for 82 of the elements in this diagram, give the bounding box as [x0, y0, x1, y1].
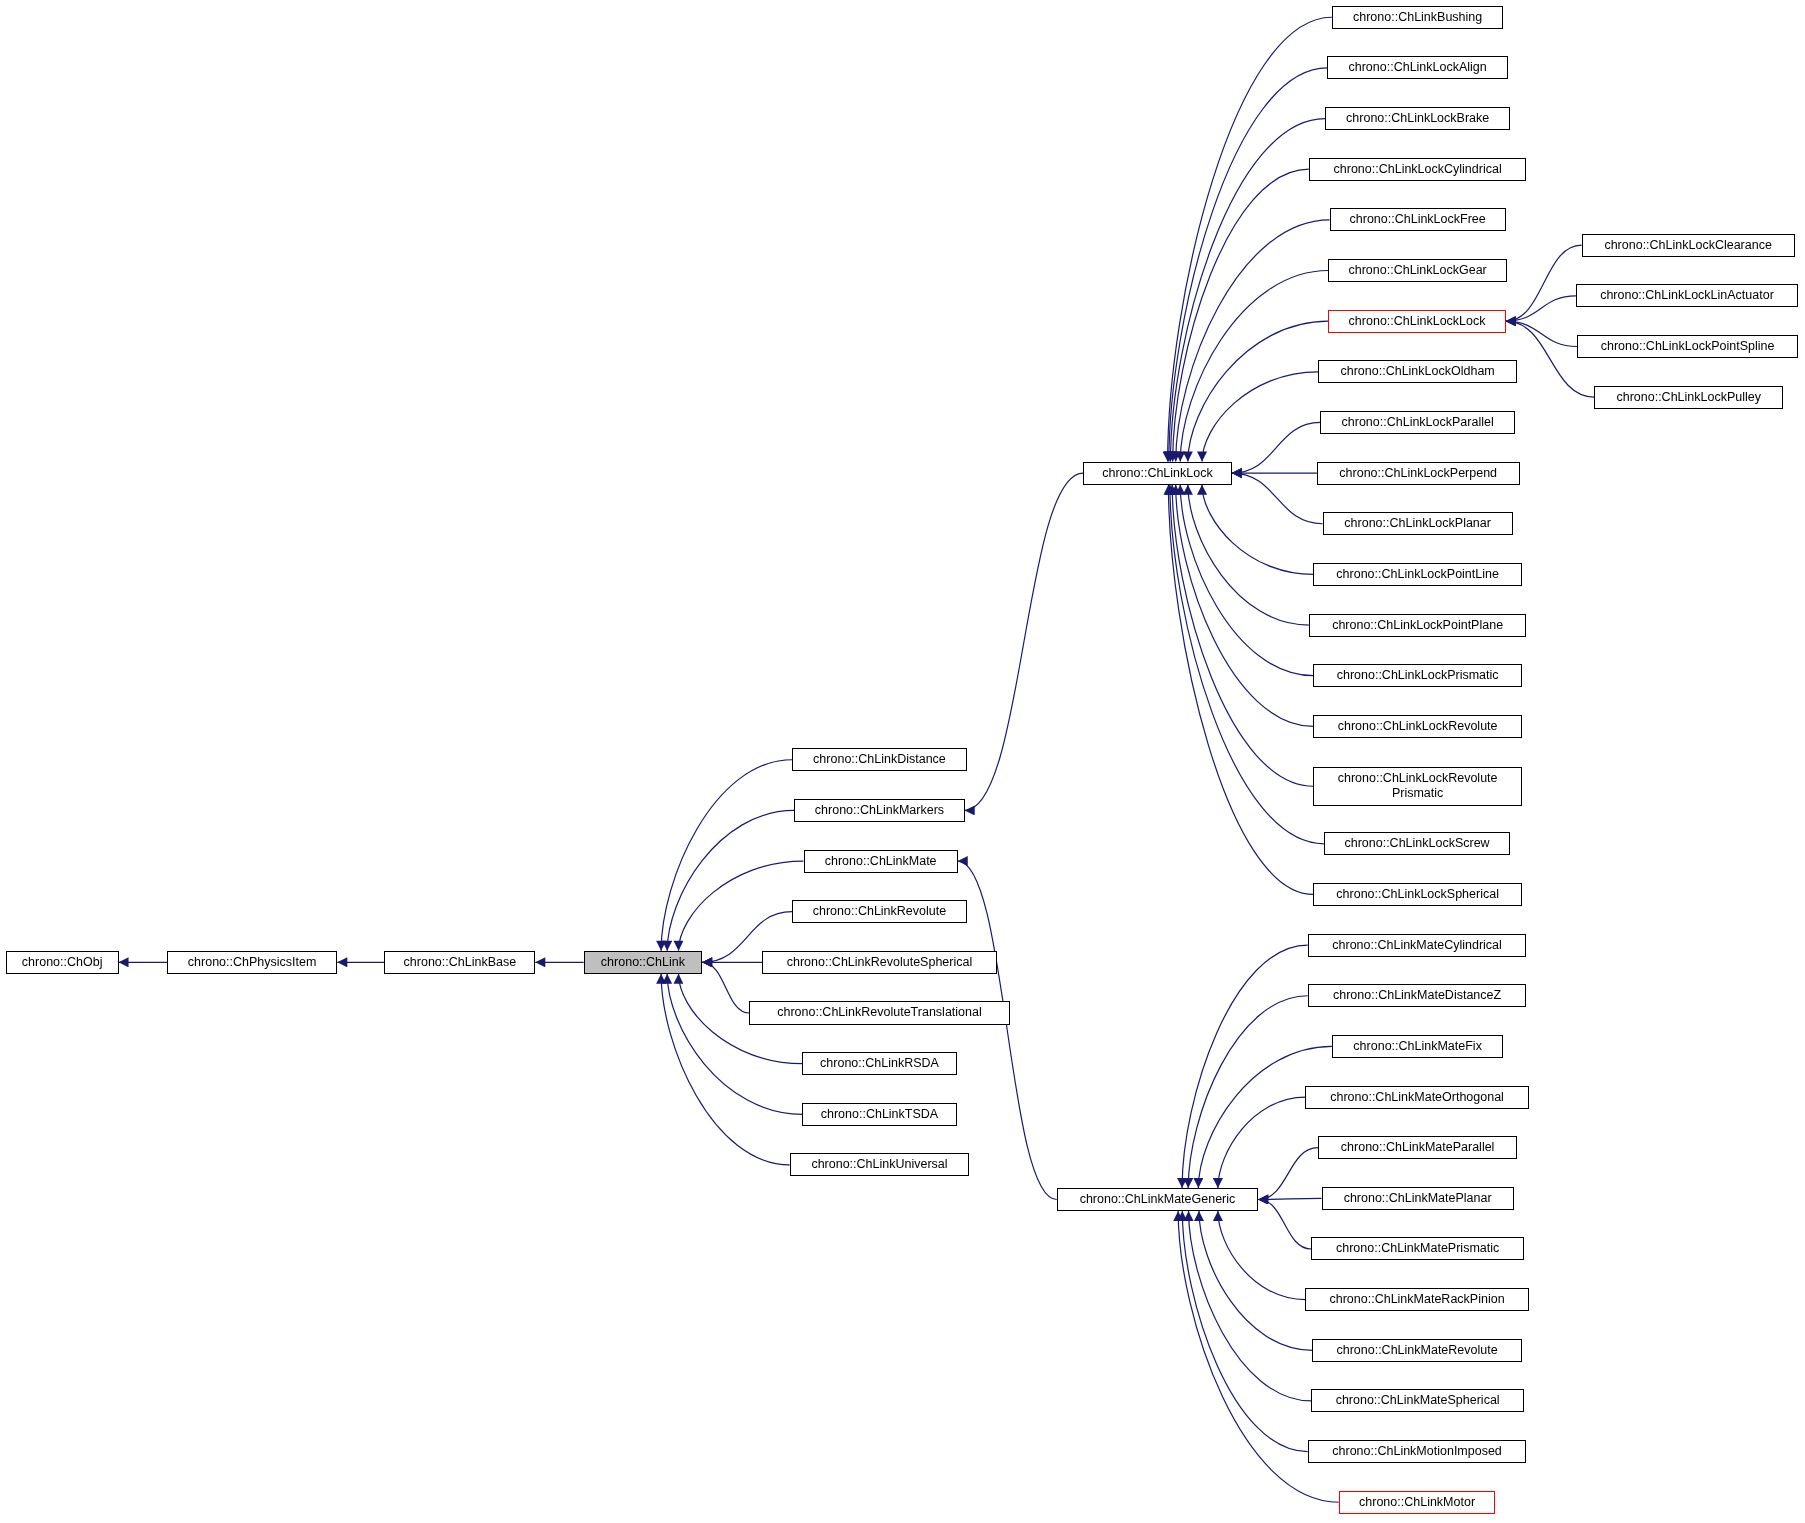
- inheritance-arrow: [534, 957, 585, 968]
- inheritance-arrow: [1175, 269, 1329, 463]
- class-box: chrono::ChLinkMateFix: [1331, 1034, 1504, 1058]
- class-box: chrono::ChLinkLockParallel: [1320, 410, 1515, 434]
- class-box: chrono::ChPhysicsItem: [166, 950, 338, 974]
- inheritance-arrow: [662, 809, 795, 952]
- class-box: chrono::ChLinkLockLinActuator: [1575, 284, 1799, 308]
- class-box: chrono::ChLinkLockSpherical: [1313, 882, 1522, 906]
- class-box: chrono::ChLinkLockAlign: [1327, 56, 1508, 80]
- class-box: chrono::ChLinkBase: [384, 950, 536, 974]
- class-box: chrono::ChLink: [583, 950, 703, 974]
- class-box: chrono::ChLinkLockBrake: [1324, 107, 1511, 131]
- class-box: chrono::ChObj: [5, 950, 119, 974]
- inheritance-arrow: [1213, 1096, 1306, 1189]
- class-box: chrono::ChLinkBushing: [1331, 5, 1504, 29]
- class-box: chrono::ChLinkLockPulley: [1594, 385, 1784, 409]
- class-box: chrono::ChLinkTSDA: [802, 1102, 957, 1126]
- class-box: chrono::ChLinkLockPlanar: [1322, 512, 1513, 536]
- class-box: chrono::ChLinkRevoluteTranslational: [749, 1001, 1010, 1025]
- inheritance-arrow: [674, 973, 803, 1065]
- inheritance-arrow: [1198, 371, 1319, 463]
- inheritance-arrow: [1213, 1210, 1306, 1301]
- inheritance-arrow: [701, 959, 750, 1014]
- class-box: chrono::ChLinkLockGear: [1328, 259, 1507, 282]
- class-box: chrono::ChLinkLockRevolute Prismatic: [1313, 766, 1522, 806]
- class-box: chrono::ChLinkLockPerpend: [1316, 461, 1520, 485]
- inheritance-arrow: [1171, 219, 1331, 463]
- class-box: chrono::ChLinkMotionImposed: [1307, 1440, 1527, 1464]
- class-box: chrono::ChLinkMateOrthogonal: [1305, 1085, 1529, 1109]
- class-box: chrono::ChLinkLockPointSpline: [1577, 334, 1799, 358]
- inheritance-arrow: [656, 759, 793, 952]
- inheritance-arrow: [1194, 1045, 1333, 1189]
- class-box: chrono::ChLinkRevoluteSpherical: [762, 950, 997, 974]
- inheritance-arrow: [674, 860, 805, 952]
- class-box: chrono::ChLinkMateGeneric: [1056, 1188, 1259, 1211]
- inheritance-arrow: [336, 957, 386, 968]
- class-box: chrono::ChLinkLockLock: [1328, 309, 1506, 333]
- class-box: chrono::ChLinkMateRackPinion: [1305, 1288, 1529, 1312]
- class-box: chrono::ChLinkUniversal: [789, 1153, 970, 1177]
- class-box: chrono::ChLinkDistance: [792, 748, 967, 772]
- class-box: chrono::ChLinkRSDA: [802, 1052, 957, 1076]
- class-box: chrono::ChLinkLockScrew: [1323, 832, 1511, 856]
- class-box: chrono::ChLinkRevolute: [792, 900, 967, 924]
- inheritance-arrow: [1183, 320, 1329, 463]
- class-box: chrono::ChLinkMateDistanceZ: [1307, 984, 1527, 1008]
- class-box: chrono::ChLinkMotor: [1338, 1490, 1496, 1514]
- inheritance-arrow: [1168, 168, 1310, 463]
- class-box: chrono::ChLinkLockCylindrical: [1308, 157, 1527, 181]
- class-box: chrono::ChLinkMateSpherical: [1311, 1389, 1525, 1413]
- class-box: chrono::ChLinkLockOldham: [1318, 360, 1518, 384]
- class-box: chrono::ChLinkMateParallel: [1318, 1136, 1518, 1160]
- class-box: chrono::ChLinkMateRevolute: [1312, 1338, 1522, 1362]
- inheritance-arrow: [1183, 484, 1310, 626]
- class-box: chrono::ChLinkMate: [803, 849, 958, 873]
- inheritance-arrow: [1171, 484, 1315, 727]
- class-box: chrono::ChLinkLockRevolute: [1313, 714, 1522, 738]
- inheritance-arrow: [117, 957, 168, 968]
- class-box: chrono::ChLinkLockPointLine: [1313, 562, 1522, 586]
- class-box: chrono::ChLinkMarkers: [794, 798, 965, 822]
- inheritance-arrow: [1231, 469, 1324, 525]
- class-box: chrono::ChLinkMatePrismatic: [1311, 1237, 1525, 1261]
- inheritance-arrow: [1183, 995, 1309, 1189]
- class-box: chrono::ChLinkLockPointPlane: [1308, 613, 1527, 637]
- inheritance-arrow: [1175, 484, 1315, 677]
- inheritance-arrow: [1163, 484, 1315, 896]
- inheritance-arrow: [1257, 1196, 1312, 1250]
- inheritance-arrow: [1173, 1210, 1340, 1503]
- inheritance-arrow: [1184, 1210, 1312, 1402]
- inheritance-arrow: [1198, 484, 1315, 575]
- inheritance-arrow: [1177, 1210, 1309, 1453]
- inheritance-arrow: [1162, 16, 1333, 463]
- inheritance-arrow: [1177, 944, 1309, 1189]
- class-box: chrono::ChLinkMatePlanar: [1321, 1186, 1514, 1210]
- class-box: chrono::ChLinkLockPrismatic: [1313, 664, 1522, 688]
- inheritance-arrow: [1194, 1210, 1313, 1351]
- class-box: chrono::ChLinkLockFree: [1329, 208, 1506, 232]
- inheritance-arrow: [656, 973, 791, 1166]
- class-box: chrono::ChLinkLock: [1083, 461, 1232, 485]
- class-box: chrono::ChLinkMateCylindrical: [1307, 933, 1527, 957]
- inheritance-arrow: [663, 973, 803, 1115]
- inheritance-arrow: [1505, 317, 1595, 398]
- class-box: chrono::ChLinkLockClearance: [1581, 233, 1795, 257]
